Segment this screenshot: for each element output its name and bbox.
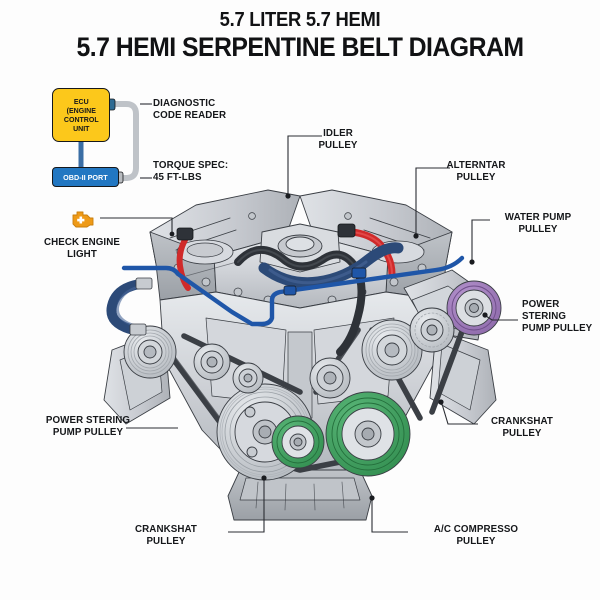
label-crankshaft-pulley-left: CRANKSHAT PULLEY [135, 523, 197, 548]
check-engine-icon [70, 208, 96, 230]
title-subheading: 5.7 LITER 5.7 HEMI [219, 9, 381, 31]
label-crankshaft-pulley-right: CRANKSHAT PULLEY [491, 415, 553, 440]
obd-port-label: OBD-II PORT [63, 172, 108, 182]
note-torque-spec: TORQUE SPEC: 45 FT-LBS [153, 159, 229, 184]
obd-port-box[interactable]: OBD-II PORT [52, 167, 119, 187]
label-water-pump-pulley: WATER PUMP PULLEY [504, 211, 572, 236]
page-title: 5.7 LITER 5.7 HEMI 5.7 HEMI SERPENTINE B… [0, 10, 600, 63]
label-power-steering-pump-pulley-right: POWER STERING PUMP PULLEY [522, 298, 593, 335]
label-ac-compressor-pulley: A/C COMPRESSO PULLEY [433, 523, 519, 548]
ecu-box-label: ECU (ENGINE CONTROL UNIT [63, 96, 99, 134]
label-power-steering-pump-pulley-left: POWER STERING PUMP PULLEY [45, 414, 131, 439]
ecu-box[interactable]: ECU (ENGINE CONTROL UNIT [52, 88, 110, 142]
label-check-engine-light: CHECK ENGINE LIGHT [44, 236, 120, 261]
label-alternator-pulley: ALTERNTAR PULLEY [446, 159, 506, 184]
label-idler-pulley: IDLER PULLEY [318, 127, 358, 152]
note-diagnostic-code-reader: DIAGNOSTIC CODE READER [153, 97, 227, 122]
title-heading: 5.7 HEMI SERPENTINE BELT DIAGRAM [76, 32, 524, 62]
